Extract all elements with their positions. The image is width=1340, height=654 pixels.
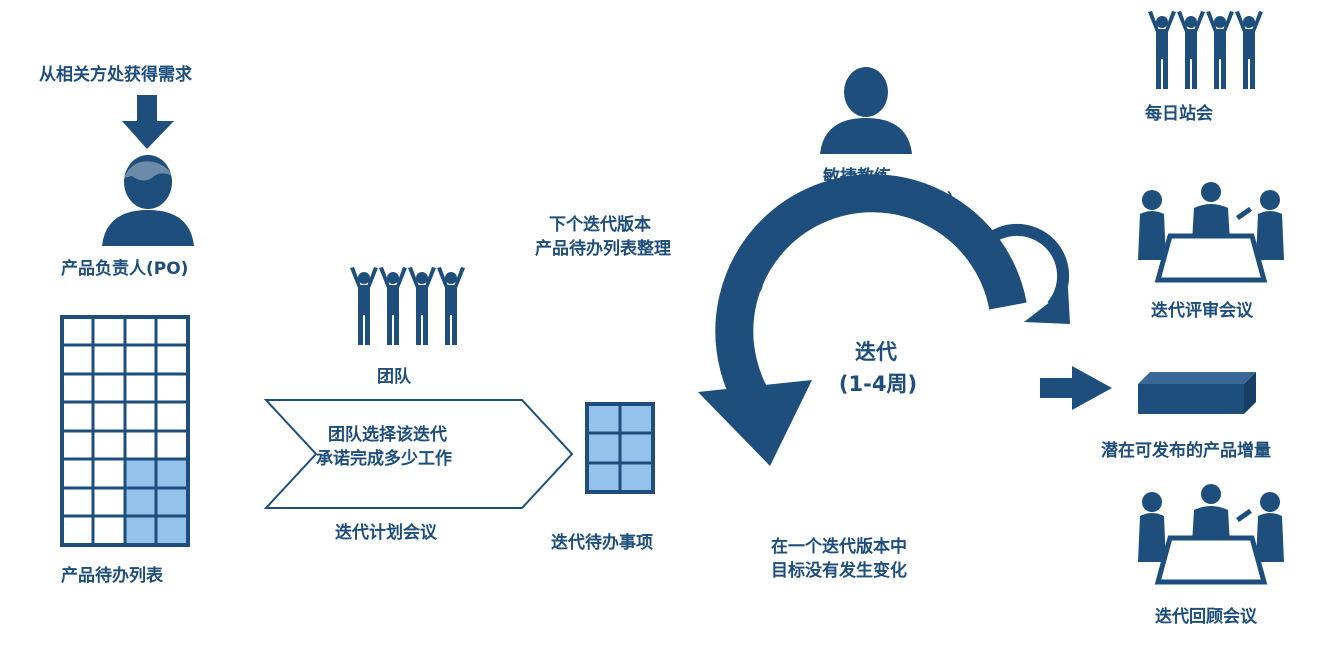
sprint-backlog-icon xyxy=(585,402,655,494)
refinement-line1: 下个迭代版本 xyxy=(549,215,651,235)
team-commit-line1: 团队选择该迭代 xyxy=(328,425,447,445)
scrum-master-icon xyxy=(820,67,912,154)
team-commit-line2: 承诺完成多少工作 xyxy=(316,449,452,469)
retrospective-label: 迭代回顾会议 xyxy=(1155,607,1257,627)
product-backlog-label: 产品待办列表 xyxy=(61,566,163,586)
increment-icon xyxy=(1138,372,1256,414)
down-arrow-icon xyxy=(122,95,174,149)
sprint-review-icon xyxy=(1138,182,1284,283)
sprint-backlog-label: 迭代待办事项 xyxy=(551,533,653,553)
retrospective-icon xyxy=(1138,484,1284,585)
team-label: 团队 xyxy=(377,367,411,387)
product-owner-icon xyxy=(102,155,194,246)
requirements-label: 从相关方处获得需求 xyxy=(39,65,192,85)
refinement-line2: 产品待办列表整理 xyxy=(535,239,671,259)
product-backlog-icon xyxy=(60,315,190,547)
sprint-planning-chevron xyxy=(263,399,574,509)
product-owner-label: 产品负责人(PO) xyxy=(61,259,189,279)
sprint-line2: (1-4周) xyxy=(838,372,918,396)
increment-arrow-icon xyxy=(1040,366,1112,410)
increment-label: 潜在可发布的产品增量 xyxy=(1101,441,1271,461)
sprint-review-label: 迭代评审会议 xyxy=(1151,301,1253,321)
no-change-line1: 在一个迭代版本中 xyxy=(771,537,907,557)
sprint-line1: 迭代 xyxy=(855,340,897,364)
daily-standup-icon xyxy=(1148,11,1263,89)
no-change-line2: 目标没有发生变化 xyxy=(771,561,907,581)
team-icon xyxy=(350,267,465,345)
sprint-planning-label: 迭代计划会议 xyxy=(335,523,437,543)
daily-standup-label: 每日站会 xyxy=(1145,104,1213,124)
